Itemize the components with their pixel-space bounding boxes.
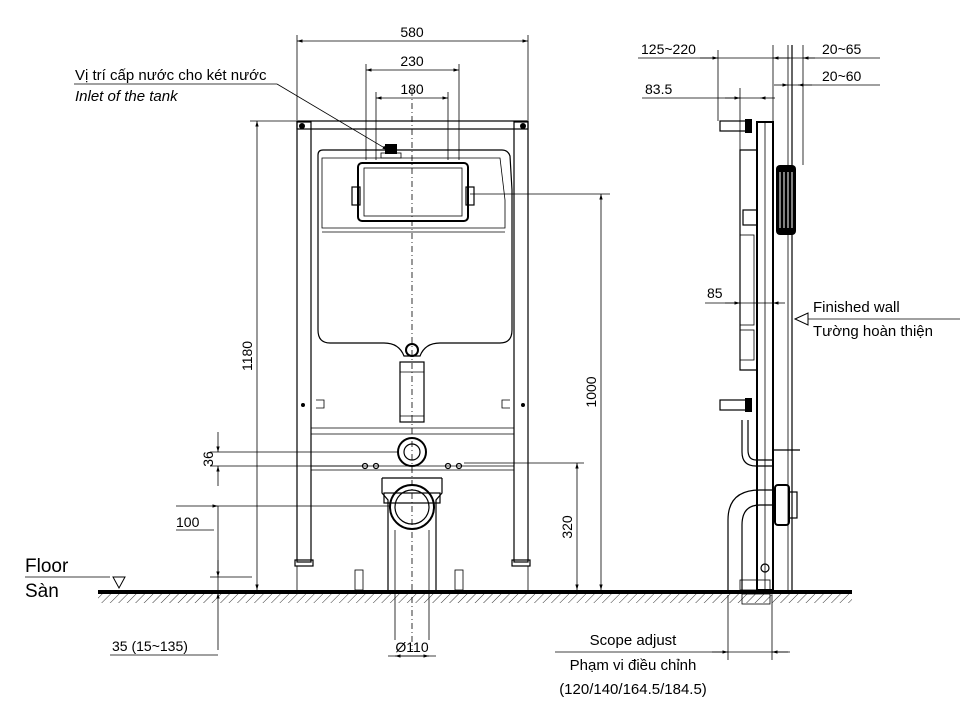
dim-125-220: 125~220 — [641, 41, 696, 57]
side-drain-elbow — [727, 489, 772, 592]
dim-36: 36 — [200, 451, 216, 467]
inlet-label-en: Inlet of the tank — [75, 88, 179, 105]
floor-level-marker — [112, 576, 126, 590]
side-flush-module — [776, 165, 796, 235]
side-tank — [739, 149, 758, 371]
frame-top-rail — [296, 120, 529, 130]
front-view — [294, 90, 531, 650]
tank-inlet — [385, 144, 397, 154]
frame-left-post — [296, 121, 312, 563]
cistern-tank — [317, 149, 513, 357]
dim-width-mid: 230 — [400, 53, 424, 69]
dim-width-inner: 180 — [400, 81, 424, 97]
wall-label-vi: Tường hoàn thiện — [813, 323, 933, 340]
floor-label-vi: Sàn — [25, 581, 59, 602]
wall-label-en: Finished wall — [813, 299, 900, 316]
flush-down-pipe — [399, 361, 425, 423]
scope-label-en: Scope adjust — [590, 632, 678, 649]
dim-85: 85 — [707, 285, 723, 301]
dim-100: 100 — [176, 514, 200, 530]
dim-height-outlet: 320 — [559, 515, 575, 539]
side-view — [719, 45, 800, 605]
dim-20-60: 20~60 — [822, 68, 862, 84]
scope-label-vi: Phạm vi điều chỉnh — [570, 657, 697, 674]
inlet-label-vi: Vị trí cấp nước cho két nước — [75, 67, 267, 84]
floor-hatch — [98, 594, 852, 603]
dim-width-total: 580 — [400, 24, 424, 40]
drain-outlet — [389, 484, 435, 530]
wall-marker-arrow — [793, 312, 809, 326]
floor-label-en: Floor — [25, 556, 69, 577]
frame-right-post — [513, 121, 529, 563]
drain-bracket — [381, 477, 443, 590]
floor-group: Floor Sàn — [25, 556, 852, 603]
dim-height-tank: 1000 — [583, 376, 599, 407]
flush-plate-opening — [357, 162, 469, 222]
dim-height-total: 1180 — [239, 341, 255, 371]
dim-floor-offset: 35 (15~135) — [112, 638, 188, 654]
front-dimensions: 580 230 180 Vị trí cấp nước cho két nước… — [74, 24, 610, 658]
dim-83-5: 83.5 — [645, 81, 672, 97]
scope-values: (120/140/164.5/184.5) — [559, 681, 707, 698]
side-dimensions: 125~220 20~65 20~60 83.5 85 Finished wal… — [555, 41, 960, 698]
dim-pipe-diameter: Ø110 — [395, 639, 428, 655]
dim-20-65: 20~65 — [822, 41, 862, 57]
